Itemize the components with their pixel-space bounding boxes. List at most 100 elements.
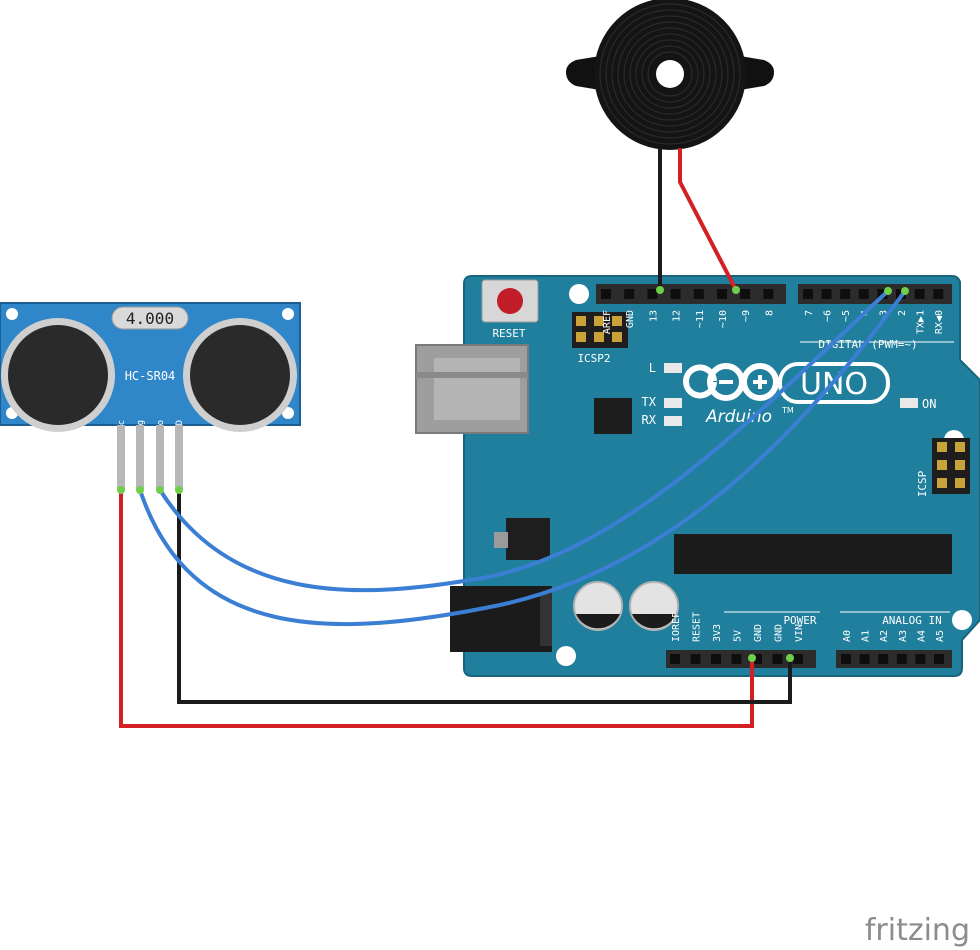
icsp-pin	[955, 460, 965, 470]
wire-vcc-5v[interactable]	[119, 490, 754, 728]
digital-header-right	[798, 284, 952, 304]
icsp-pin	[576, 316, 586, 326]
wire-echo[interactable]	[158, 289, 890, 593]
pin-label: A4	[916, 630, 927, 642]
led-tx-label: TX	[642, 395, 657, 409]
buzzer-center	[656, 60, 684, 88]
header-socket	[740, 289, 751, 299]
sensor-pin	[175, 425, 183, 489]
header-socket	[647, 289, 658, 299]
pin-label: 5V	[733, 630, 744, 642]
wire-end	[748, 654, 756, 662]
digital-label: DIGITAL (PWM=~)	[818, 338, 917, 351]
pin-label: ~10	[718, 310, 729, 328]
header-socket	[772, 654, 783, 664]
buzzer-ring	[635, 39, 705, 109]
pin-label: RX◀0	[934, 310, 945, 334]
wire-buzzer-signal[interactable]	[678, 148, 738, 291]
mounting-hole	[569, 284, 589, 304]
icsp2-label: ICSP2	[577, 352, 610, 365]
led-l-label: L	[649, 361, 656, 375]
header-socket	[793, 654, 803, 664]
pin-label: A1	[861, 630, 872, 642]
wire-end	[175, 486, 183, 494]
icsp-pin	[955, 478, 965, 488]
wires	[117, 148, 909, 728]
header-socket	[840, 289, 851, 299]
crystal	[111, 306, 189, 330]
header-socket	[670, 654, 680, 664]
capacitor	[629, 581, 679, 631]
buzzer-ring	[605, 9, 735, 139]
transducer-right	[183, 318, 297, 432]
icsp-pin	[612, 332, 622, 342]
wire-end	[732, 286, 740, 294]
pin-label: 2	[897, 310, 908, 316]
header-socket	[858, 289, 869, 299]
header-socket	[690, 654, 701, 664]
header-socket	[933, 289, 944, 299]
header-socket	[914, 289, 925, 299]
analog-label: ANALOG IN	[882, 614, 942, 627]
header-socket	[752, 654, 762, 664]
wire-end	[156, 486, 164, 494]
icsp-pin	[594, 332, 604, 342]
led-l	[664, 363, 682, 373]
header-socket	[915, 654, 926, 664]
logo-uno: UNO	[800, 367, 868, 402]
wire-end	[136, 486, 144, 494]
pin-label: ~9	[741, 310, 752, 322]
hc-sr04-sensor: 4.000 HC-SR04 VccTrigEchoGND	[0, 302, 301, 489]
pin-label: AREF	[602, 310, 613, 334]
sensor-pin	[136, 425, 144, 489]
buzzer-ring	[611, 15, 729, 133]
pin-label: IOREF	[671, 612, 682, 642]
wire-trig[interactable]	[138, 289, 907, 627]
mounting-hole	[282, 407, 294, 419]
icsp-pin	[576, 332, 586, 342]
pin-label: A3	[898, 630, 909, 642]
wire-end	[117, 486, 125, 494]
sensor-pin	[156, 425, 164, 489]
header-socket	[934, 654, 944, 664]
pin-label: 7	[804, 310, 815, 316]
buzzer-ring	[647, 51, 693, 97]
logo-tm: TM	[781, 406, 794, 415]
pin-label: 12	[672, 310, 683, 322]
mounting-hole	[6, 308, 18, 320]
icsp-pin	[937, 442, 947, 452]
header-socket	[731, 654, 742, 664]
pin-label: 3V3	[712, 624, 723, 642]
header-socket	[803, 289, 813, 299]
voltage-regulator	[494, 518, 550, 560]
piezo-buzzer	[566, 0, 774, 150]
pin-label: ~6	[823, 310, 834, 322]
sensor-pin	[117, 425, 125, 489]
logo-brand: Arduino	[705, 407, 772, 427]
sensor-model: HC-SR04	[125, 369, 176, 383]
icsp-pin	[955, 442, 965, 452]
reset-button[interactable]	[481, 279, 539, 323]
buzzer-ring	[623, 27, 717, 121]
pin-label: RESET	[692, 612, 703, 642]
pin-label: ~11	[695, 310, 706, 328]
icsp-label: ICSP	[916, 470, 929, 497]
header-socket	[859, 654, 870, 664]
header-socket	[717, 289, 727, 299]
header-socket	[693, 289, 704, 299]
crystal-value: 4.000	[126, 309, 174, 328]
wire-end	[901, 287, 909, 295]
reset-label: RESET	[492, 327, 525, 340]
icsp-pin	[937, 478, 947, 488]
pin-label: VIN	[794, 624, 805, 642]
mounting-hole	[282, 308, 294, 320]
pin-label: 13	[648, 310, 659, 322]
usb-connector	[415, 344, 529, 434]
pin-label: A2	[879, 630, 890, 642]
fritzing-watermark: fritzing	[865, 913, 970, 948]
pin-label: GND	[774, 624, 785, 642]
led-rx-label: RX	[642, 413, 657, 427]
wire-gnd[interactable]	[177, 490, 792, 704]
pin-label: A0	[842, 630, 853, 642]
